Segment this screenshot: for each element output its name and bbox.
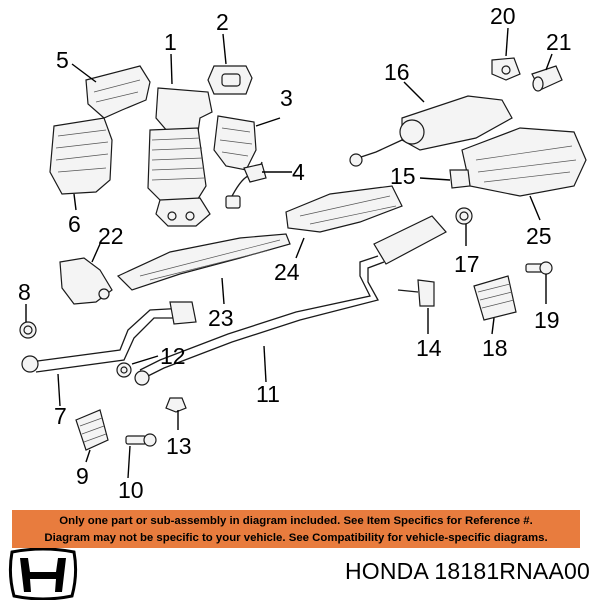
part-2-gasket xyxy=(207,65,253,95)
callout-numbers: 1 2 3 4 5 6 7 8 9 10 11 12 13 14 15 16 1… xyxy=(18,3,572,503)
part-21-damper xyxy=(531,65,563,92)
callout-15: 15 xyxy=(390,163,416,189)
part-number-label: HONDA 18181RNAA00 xyxy=(344,558,590,584)
part-20-rubber-mount xyxy=(491,57,521,81)
callout-3: 3 xyxy=(280,85,293,111)
callout-8: 8 xyxy=(18,279,31,305)
part-5-upper-heat-shield xyxy=(85,65,151,119)
honda-logo-icon xyxy=(8,548,78,600)
part-16-rear-muffler xyxy=(349,95,513,167)
callout-19: 19 xyxy=(534,307,560,333)
callout-12: 12 xyxy=(160,343,186,369)
part-1-catalytic-converter xyxy=(147,87,213,227)
part-10-bolt xyxy=(125,433,157,447)
callout-18: 18 xyxy=(482,335,508,361)
callout-2: 2 xyxy=(216,9,229,35)
notice-line-2: Diagram may not be specific to your vehi… xyxy=(44,532,548,544)
part-4-oxygen-sensor xyxy=(225,161,267,209)
part-12-gasket xyxy=(116,362,132,378)
part-24-center-heat-shield xyxy=(285,185,403,233)
callout-25: 25 xyxy=(526,223,552,249)
callout-9: 9 xyxy=(76,463,89,489)
callout-22: 22 xyxy=(98,223,124,249)
callout-10: 10 xyxy=(118,477,144,503)
callout-14: 14 xyxy=(416,335,442,361)
part-13-nut xyxy=(165,397,187,413)
part-17-gasket-ring xyxy=(455,207,473,225)
callout-6: 6 xyxy=(68,211,81,237)
part-25-rear-heat-shield xyxy=(461,127,587,197)
part-15-hanger xyxy=(449,169,471,189)
notice-line-1: Only one part or sub-assembly in diagram… xyxy=(59,515,533,527)
callout-23: 23 xyxy=(208,305,234,331)
callout-11: 11 xyxy=(256,381,280,407)
callout-7: 7 xyxy=(54,403,67,429)
part-19-bolt xyxy=(525,261,553,275)
callout-17: 17 xyxy=(454,251,480,277)
callout-16: 16 xyxy=(384,59,410,85)
part-6-lower-heat-shield xyxy=(49,117,113,195)
callout-24: 24 xyxy=(274,259,300,285)
part-22-bracket xyxy=(59,257,113,305)
leader-lines xyxy=(25,27,553,479)
part-14-bracket xyxy=(397,279,435,307)
notice-banner: Only one part or sub-assembly in diagram… xyxy=(12,510,580,548)
callout-20: 20 xyxy=(490,3,516,29)
callout-1: 1 xyxy=(164,29,177,55)
part-3-heat-shield xyxy=(213,115,257,171)
part-18-flex-joint xyxy=(473,275,517,321)
part-8-gasket xyxy=(19,321,37,339)
part-23-floor-heat-shield xyxy=(116,233,291,291)
callout-21: 21 xyxy=(546,29,572,55)
part-7-front-pipe xyxy=(21,301,197,373)
callout-4: 4 xyxy=(292,159,305,185)
part-11-mid-pipe xyxy=(134,215,447,386)
part-9-flex-pipe xyxy=(75,409,109,451)
callout-5: 5 xyxy=(56,47,69,73)
callout-13: 13 xyxy=(166,433,192,459)
